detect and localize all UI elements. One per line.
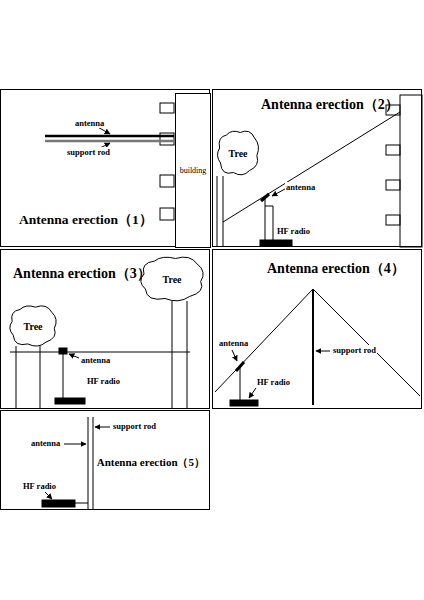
part-label: antenna [285,182,316,192]
part-label: HF radio [256,377,291,387]
tree-crown: Tree [137,254,207,304]
part-label: antenna [74,118,105,128]
tree-crown: Tree [215,128,261,178]
tree-label: Tree [228,148,247,159]
part-label: support rod [66,147,111,157]
tree-label: Tree [23,321,42,332]
tree-crown: Tree [7,303,59,349]
part-label: antenna [30,438,61,448]
tree-label: Tree [162,274,181,285]
diagram-panel: Antenna erection（5） [0,410,210,510]
part-label: HF radio [276,226,311,236]
panel-title: Antenna erection（4） [267,260,405,278]
part-label: support rod [112,421,157,431]
part-label: antenna [80,355,111,365]
panel-title: Antenna erection（2） [261,96,399,114]
panel-title: Antenna erection（5） [97,455,205,470]
panel-title: Antenna erection（3） [13,265,151,283]
part-label: HF radio [22,481,57,491]
diagram-panel: Antenna erection（2） Tree [212,89,422,247]
building-block: building [175,93,211,248]
diagram-panel: Antenna erection（4） [212,249,422,409]
panel-title: Antenna erection（1） [19,211,153,229]
part-label: antenna [218,338,249,348]
diagram-panel: Antenna erection（1） building [0,89,210,247]
part-label: support rod [332,345,377,355]
part-label: HF radio [86,376,121,386]
building-label: building [180,166,207,175]
